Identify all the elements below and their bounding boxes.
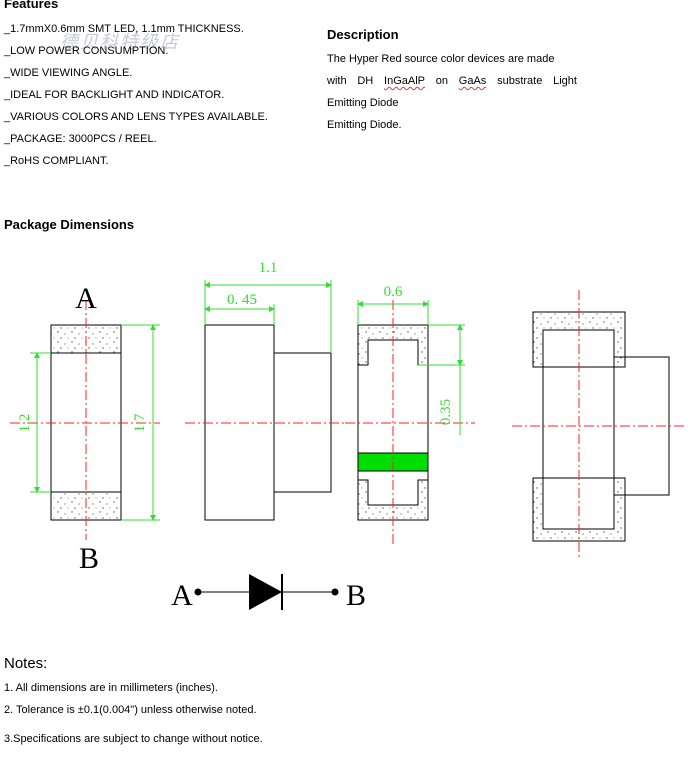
note-item: 2. Tolerance is ±0.1(0.004") unless othe… bbox=[4, 704, 257, 716]
note-item: 3.Specifications are subject to change w… bbox=[4, 733, 263, 745]
package-dimensions-drawing: 1.2 1.7 A B 1.1 0. 45 0.6 0 bbox=[10, 260, 684, 612]
dim-1-2: 1.2 bbox=[17, 414, 33, 433]
top-terminal bbox=[50, 324, 122, 354]
anode-label: A bbox=[171, 579, 193, 612]
dim-0-6: 0.6 bbox=[384, 284, 403, 300]
diode-triangle bbox=[249, 574, 282, 610]
description-word: substrate bbox=[497, 75, 543, 87]
description-word: InGaAlP bbox=[384, 75, 425, 87]
side-view: 1.1 0. 45 bbox=[185, 260, 345, 521]
dim-0-35: 0.35 bbox=[438, 399, 454, 425]
feature-item: _RoHS COMPLIANT. bbox=[4, 155, 109, 167]
feature-item: _PACKAGE: 3000PCS / REEL. bbox=[4, 133, 157, 145]
dim-1-7: 1.7 bbox=[132, 413, 148, 432]
description-line: Emitting Diode. bbox=[327, 119, 402, 131]
dim-1-1: 1.1 bbox=[259, 260, 278, 276]
feature-item: _1.7mmX0.6mm SMT LED, 1.1mm THICKNESS. bbox=[4, 23, 244, 35]
pin-a-label: A bbox=[75, 282, 97, 315]
top-pad bbox=[357, 324, 429, 366]
description-word: on bbox=[435, 75, 449, 87]
description-line: with DH InGaAlP on GaAs substrate Light bbox=[327, 70, 577, 92]
note-item: 1. All dimensions are in millimeters (in… bbox=[4, 682, 218, 694]
cathode-label: B bbox=[346, 579, 366, 612]
description-word: DH bbox=[357, 75, 374, 87]
feature-item: _LOW POWER CONSUMPTION. bbox=[4, 45, 169, 57]
internal-view bbox=[512, 290, 684, 560]
diode-symbol: A B bbox=[171, 574, 366, 612]
notes-title: Notes: bbox=[4, 655, 48, 672]
bottom-view: 0.6 0.35 bbox=[345, 284, 475, 545]
dim-0-45: 0. 45 bbox=[227, 292, 257, 308]
feature-item: _IDEAL FOR BACKLIGHT AND INDICATOR. bbox=[4, 89, 225, 101]
features-list: _1.7mmX0.6mm SMT LED, 1.1mm THICKNESS. _… bbox=[4, 18, 268, 172]
description-line: The Hyper Red source color devices are m… bbox=[327, 53, 555, 65]
description-word: GaAs bbox=[458, 75, 487, 87]
bottom-pad bbox=[357, 479, 429, 521]
feature-item: _WIDE VIEWING ANGLE. bbox=[4, 67, 133, 79]
description-line: Emitting Diode bbox=[327, 97, 399, 109]
features-title: Features bbox=[4, 0, 59, 11]
pin-b-label: B bbox=[79, 542, 99, 575]
feature-item: _VARIOUS COLORS AND LENS TYPES AVAILABLE… bbox=[4, 111, 268, 123]
description-title: Description bbox=[327, 27, 399, 42]
watermark: 德贝科特级店 bbox=[60, 32, 180, 52]
description-text: The Hyper Red source color devices are m… bbox=[327, 48, 577, 136]
package-dimensions-title: Package Dimensions bbox=[4, 217, 135, 232]
description-word: Light bbox=[553, 75, 577, 87]
front-view: 1.2 1.7 A B bbox=[10, 282, 160, 575]
description-word: with bbox=[327, 75, 347, 87]
